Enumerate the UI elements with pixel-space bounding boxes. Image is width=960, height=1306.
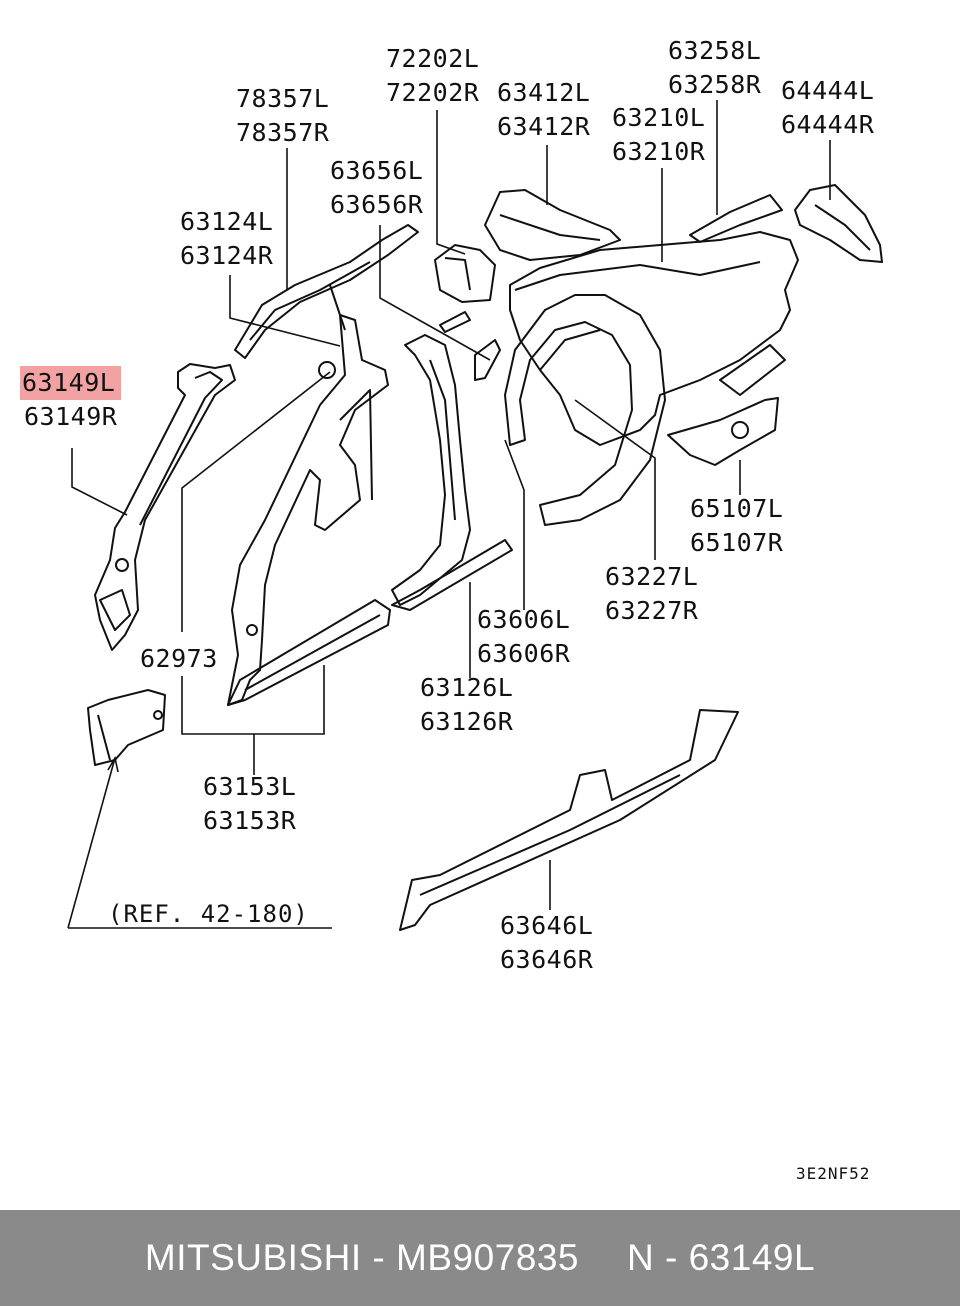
label-63149: 63149L 63149R bbox=[20, 366, 122, 434]
label-62973: 62973 bbox=[140, 644, 218, 673]
bracket-part bbox=[434, 244, 496, 303]
leader-lines bbox=[67, 100, 831, 929]
part-info-footer: MITSUBISHI - MB907835 N - 63149L bbox=[0, 1210, 960, 1306]
b-pillar-outer-part bbox=[391, 334, 471, 606]
extension-part bbox=[667, 397, 779, 466]
part-label: N - 63149L bbox=[627, 1237, 816, 1278]
highlighted-part-number: 63149L bbox=[20, 366, 122, 400]
brand-part-number: MITSUBISHI - MB907835 bbox=[144, 1237, 579, 1278]
end-panel-part bbox=[794, 184, 883, 263]
center-pillar-part bbox=[227, 314, 389, 706]
quarter-bracket-part bbox=[689, 194, 783, 243]
wheel-house-part bbox=[504, 294, 666, 526]
reference-note: (REF. 42-180) bbox=[108, 900, 309, 928]
plate-part bbox=[439, 311, 501, 381]
exploded-view-drawing bbox=[67, 100, 883, 931]
sill-inner-part bbox=[227, 599, 391, 706]
rocker-sill-part bbox=[399, 709, 739, 931]
rear-panel-part bbox=[484, 189, 621, 261]
front-pillar-part bbox=[94, 363, 236, 651]
diagram-code: 3E2NF52 bbox=[796, 1164, 871, 1183]
sill-extension-part bbox=[391, 539, 513, 611]
roof-rail-part bbox=[234, 224, 419, 359]
ref-bracket-part bbox=[87, 689, 166, 766]
